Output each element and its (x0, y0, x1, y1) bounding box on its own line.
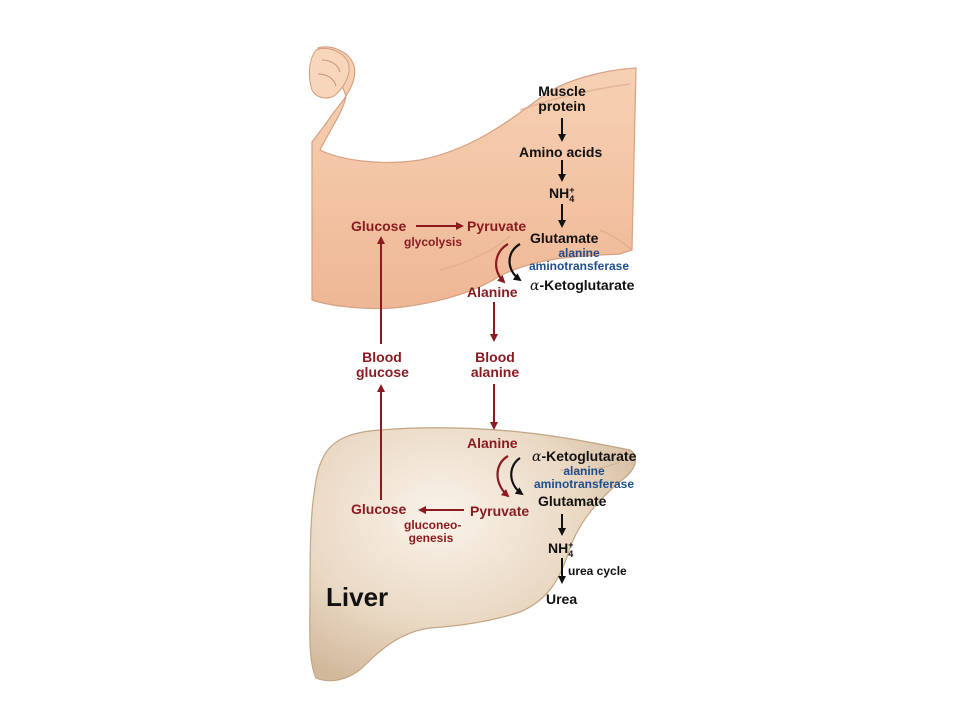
blood-glucose-label: Blood glucose (356, 350, 408, 380)
urea-cycle-label: urea cycle (568, 565, 627, 578)
liver-nh4-label: NH+4 (548, 541, 574, 559)
muscle-ketoglutarate-label: α-Ketoglutarate (530, 278, 634, 294)
liver-enzyme-label: alanine aminotransferase (528, 465, 640, 491)
liver-glucose-label: Glucose (351, 502, 406, 517)
gluconeogenesis-label: gluconeo- genesis (404, 519, 458, 545)
muscle-glucose-label: Glucose (351, 219, 406, 234)
muscle-nh4-label: NH+4 (549, 186, 575, 204)
liver-alanine-label: Alanine (467, 436, 518, 451)
blood-alanine-label: Blood alanine (468, 350, 522, 380)
muscle-protein-label: Muscle protein (528, 84, 596, 114)
muscle-pyruvate-label: Pyruvate (467, 219, 526, 234)
liver-ketoglutarate-label: α-Ketoglutarate (532, 449, 636, 465)
liver-pyruvate-label: Pyruvate (470, 504, 529, 519)
muscle-enzyme-label: alanine aminotransferase (523, 247, 635, 273)
glycolysis-label: glycolysis (404, 236, 462, 249)
muscle-alanine-label: Alanine (467, 285, 518, 300)
urea-label: Urea (546, 592, 577, 607)
liver-glutamate-label: Glutamate (538, 494, 606, 509)
muscle-glutamate-label: Glutamate (530, 231, 598, 246)
liver-title: Liver (326, 582, 388, 613)
amino-acids-label: Amino acids (519, 145, 602, 160)
